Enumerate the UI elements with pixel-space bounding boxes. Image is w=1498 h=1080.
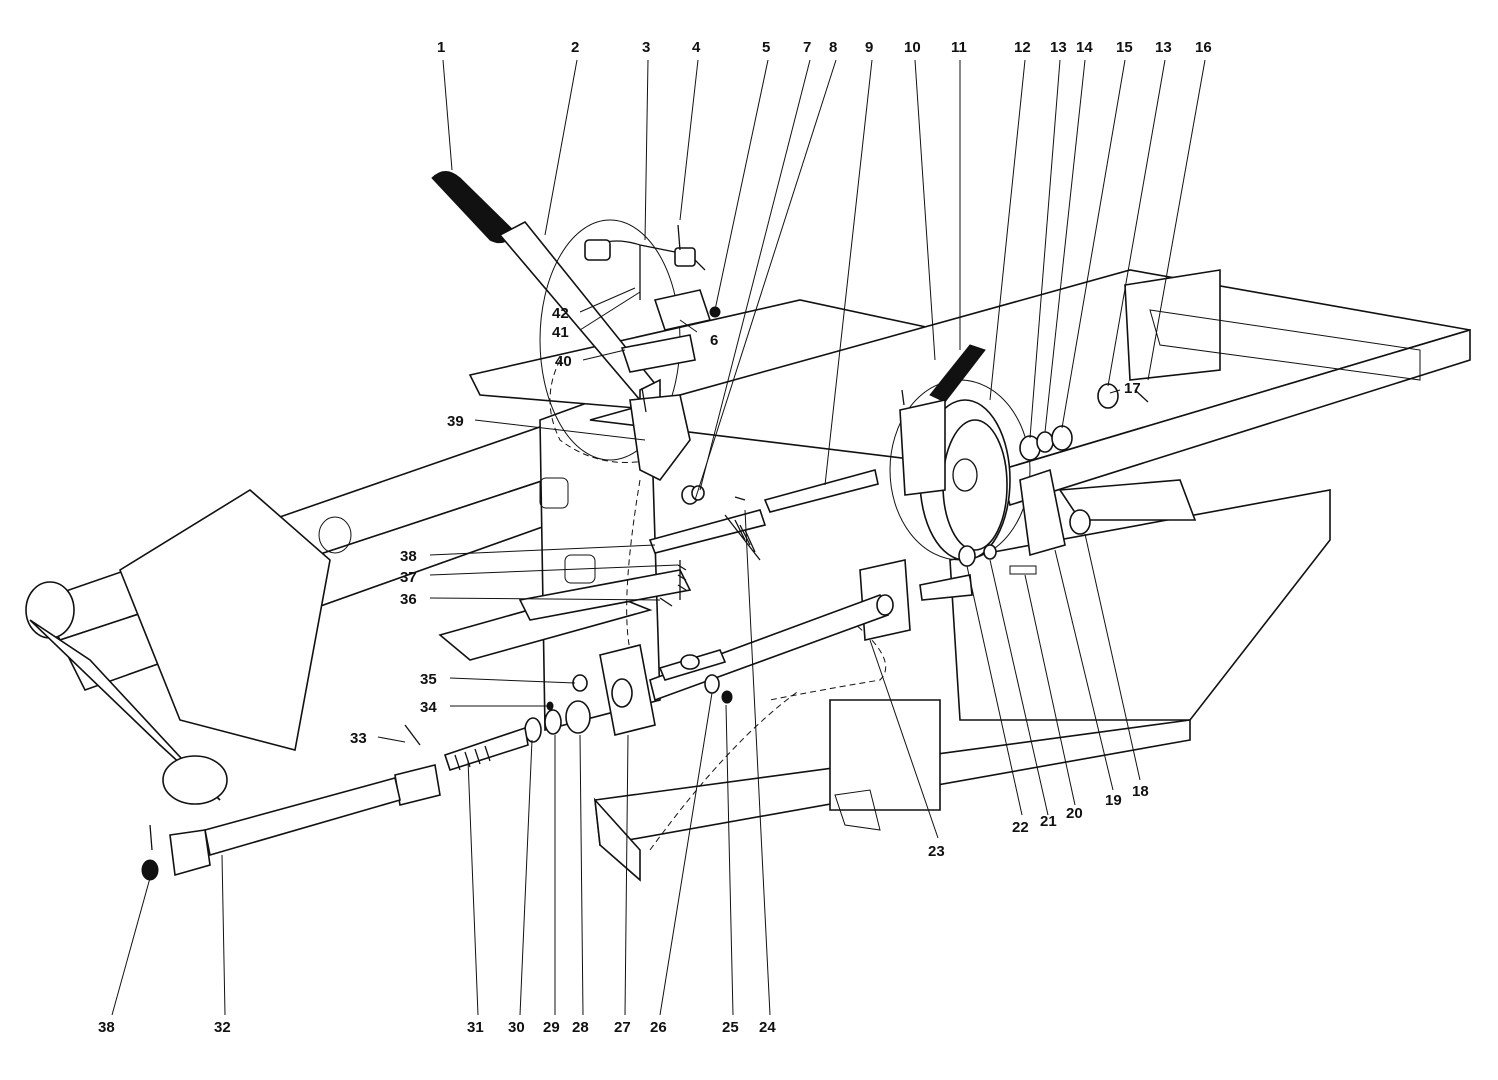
callout-27: 27 [614,1019,631,1036]
callout-4: 4 [692,39,701,56]
callout-42: 42 [552,305,569,322]
callout-2: 2 [571,39,579,56]
callout-33: 33 [350,730,367,747]
callout-17: 17 [1124,380,1141,397]
callout-7: 7 [803,39,811,56]
callout-31: 31 [467,1019,484,1036]
callout-13a: 13 [1050,39,1067,56]
bearing-block [599,644,733,736]
callout-29: 29 [543,1019,560,1036]
callout-22: 22 [1012,819,1029,836]
callout-6: 6 [710,332,718,349]
callouts-left: 42 41 40 39 38 37 36 35 34 33 [350,305,572,747]
callout-19: 19 [1105,792,1122,809]
callout-1: 1 [437,39,445,56]
callout-9: 9 [865,39,873,56]
callout-32: 32 [214,1019,231,1036]
callouts-right: 6 17 [710,332,1141,397]
callout-18: 18 [1132,783,1149,800]
callout-13b: 13 [1155,39,1172,56]
callout-25: 25 [722,1019,739,1036]
leader-lines [111,59,1206,1016]
idler-bracket [958,383,1119,575]
callout-10: 10 [904,39,921,56]
callout-40: 40 [555,353,572,370]
callout-3: 3 [642,39,650,56]
callout-21: 21 [1040,813,1057,830]
callout-23: 23 [928,843,945,860]
callout-5: 5 [762,39,770,56]
callout-39: 39 [447,413,464,430]
callout-11: 11 [951,39,967,56]
callout-14: 14 [1076,39,1093,56]
callout-37: 37 [400,569,417,586]
callout-34: 34 [420,699,437,716]
callout-38-left: 38 [400,548,417,565]
callout-15: 15 [1116,39,1133,56]
callout-26: 26 [650,1019,667,1036]
callout-20: 20 [1066,805,1083,822]
callout-41: 41 [552,324,569,341]
drive-shaft-hardware [443,674,591,772]
callouts-bottom: 38 32 31 30 29 28 27 26 25 24 23 22 21 2… [98,783,1149,1036]
callouts-top: 1 2 3 4 5 7 8 9 10 11 12 13 14 15 13 16 [437,39,1212,56]
hardware-misc [641,387,1149,607]
pulley-assembly [889,344,1031,561]
callout-38-bottom: 38 [98,1019,115,1036]
driveshaft [141,724,441,881]
callout-12: 12 [1014,39,1031,56]
latch-assembly [584,224,721,373]
cross-shaft [649,559,973,702]
callout-8: 8 [829,39,837,56]
callout-28: 28 [572,1019,589,1036]
callout-24: 24 [759,1019,776,1036]
rods-and-springs [648,469,879,600]
callout-16: 16 [1195,39,1212,56]
linkage-arm [629,394,691,482]
callout-35: 35 [420,671,437,688]
callout-36: 36 [400,591,417,608]
callout-30: 30 [508,1019,525,1036]
